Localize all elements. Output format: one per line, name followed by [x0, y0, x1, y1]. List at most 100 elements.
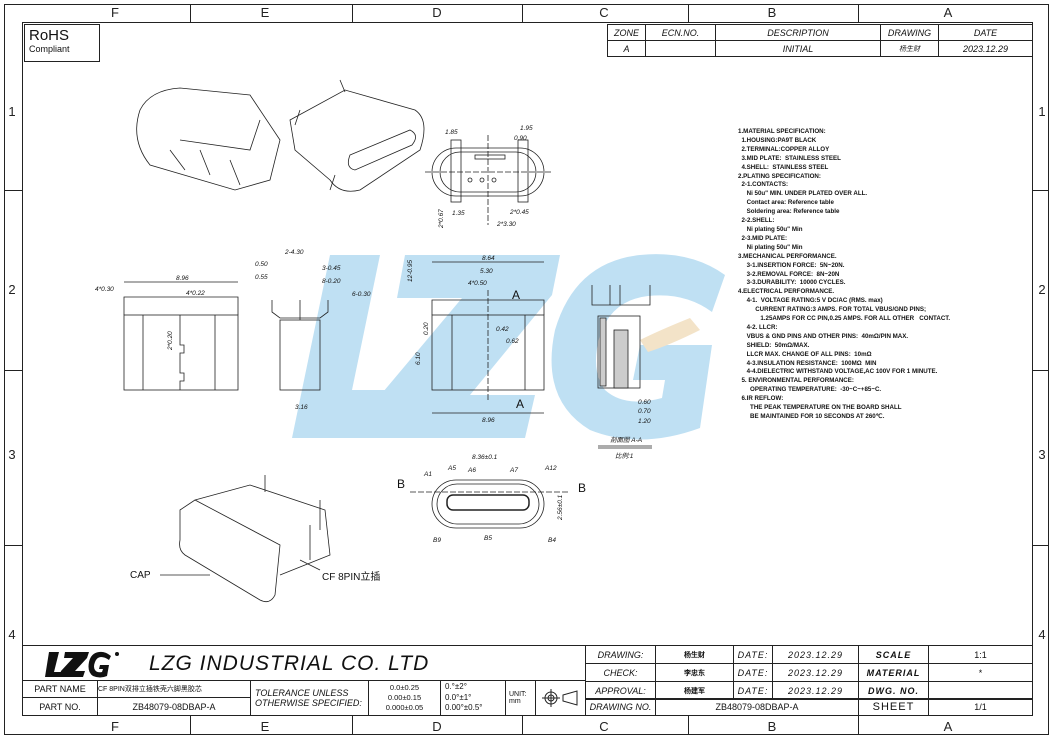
- zone-divider: [352, 4, 353, 22]
- note-line: 1.25AMPS FOR CC PIN,0.25 AMPS. FOR ALL O…: [738, 315, 951, 323]
- projection-symbol-icon: [535, 680, 586, 716]
- dim-label: 1.20: [638, 418, 651, 425]
- zone-column-top: B: [767, 5, 777, 20]
- part-name-value: CF 8PIN双排立插铁壳六脚黑胶芯: [97, 680, 251, 698]
- section-marker: A: [516, 397, 524, 411]
- note-line: 6.IR REFLOW:: [738, 395, 784, 403]
- dim-label: 0.90: [514, 135, 527, 142]
- note-line: Ni plating 50u" Min: [738, 225, 803, 233]
- note-line: 2-2.SHELL:: [738, 217, 775, 225]
- specification-notes: 1.MATERIAL SPECIFICATION: 1.HOUSING:PA9T…: [738, 128, 950, 422]
- tol-angle-2: 0.0°±1°: [445, 692, 472, 702]
- note-line: 3.MECHANICAL PERFORMANCE.: [738, 252, 837, 260]
- pin-label: A1: [423, 471, 432, 478]
- linear-tolerances: 0.0±0.25 0.00±0.15 0.000±0.05: [368, 680, 441, 716]
- zone-row-right: 1: [1038, 104, 1046, 119]
- watermark-accent: [640, 318, 700, 352]
- zone-row-left: 4: [8, 627, 16, 642]
- property-label: SCALE: [858, 645, 929, 664]
- zone-divider: [1033, 190, 1049, 191]
- note-line: 4-4.DIELECTRIC WITHSTAND VOLTAGE,AC 100V…: [738, 368, 938, 376]
- section-scale: 比例:1: [615, 452, 634, 460]
- tolerance-label: TOLERANCE UNLESS OTHERWISE SPECIFIED:: [250, 680, 369, 716]
- dim-label: 0.50: [255, 261, 268, 268]
- sheet-value: 1/1: [928, 698, 1033, 716]
- zone-column-top: D: [432, 5, 442, 20]
- dim-label: 3.16: [295, 404, 308, 411]
- sheet-label: SHEET: [858, 698, 929, 716]
- note-line: 4-2. LLCR:: [738, 323, 778, 331]
- note-line: Contact area: Reference table: [738, 199, 834, 207]
- dim-label: 3-0.45: [322, 265, 341, 272]
- tolerance-label-line2: OTHERWISE SPECIFIED:: [255, 698, 362, 708]
- date-label: DATE:: [733, 645, 773, 664]
- back-view: 8.64 5.30 4*0.50 12-0.95 0.20 6.10 0.42 …: [407, 255, 545, 424]
- dim-label: 8.96: [482, 417, 495, 424]
- angular-tolerances: 0.°±2° 0.0°±1° 0.00°±0.5°: [440, 680, 506, 716]
- isometric-view-top-right: [289, 79, 425, 192]
- note-line: 2-1.CONTACTS:: [738, 181, 789, 189]
- zone-divider: [522, 4, 523, 22]
- property-value: *: [928, 663, 1033, 682]
- dim-label: 4*0.30: [95, 286, 114, 293]
- tol-angle-3: 0.00°±0.5°: [445, 703, 483, 713]
- zone-column-bottom: F: [111, 719, 119, 734]
- note-line: 3-3.DURABILITY: 10000 CYCLES.: [738, 279, 846, 287]
- note-line: OPERATING TEMPERATURE: -30~C~+85~C.: [738, 386, 882, 394]
- tol-linear-3: 0.000±0.05: [385, 703, 424, 712]
- signoff-label: CHECK:: [585, 663, 656, 682]
- front-view: 8.96 4*0.30 4*0.22 2*0.20: [95, 275, 239, 391]
- zone-column-top: C: [599, 5, 609, 20]
- zone-column-bottom: A: [943, 719, 953, 734]
- isometric-view-with-cap: CAP CF 8PIN立插: [130, 475, 380, 603]
- rev-date: 2023.12.29: [938, 40, 1033, 57]
- zone-divider: [4, 370, 22, 371]
- section-marker: B: [578, 481, 586, 495]
- dim-label: 0.20: [423, 322, 430, 335]
- rohs-title: RoHS: [29, 27, 70, 44]
- section-view-a-a: 0.60 0.70 1.20 剖面图 A-A 比例:1: [591, 285, 652, 460]
- dim-label: 1.95: [520, 125, 533, 132]
- dim-label: 2-4.30: [284, 249, 304, 256]
- outer-frame: [4, 4, 1049, 735]
- top-view: 1.85 1.95 0.90 1.35 2*0.45 2*3.30 2*0.67: [425, 125, 552, 229]
- tolerance-label-line1: TOLERANCE UNLESS: [255, 688, 349, 698]
- note-line: 4-1. VOLTAGE RATING:5 V DC/AC (RMS. max): [738, 297, 883, 305]
- note-line: THE PEAK TEMPERATURE ON THE BOARD SHALL: [738, 404, 902, 412]
- signoff-name: 李忠东: [655, 663, 734, 682]
- watermark-letter-z: [370, 255, 560, 438]
- zone-row-left: 2: [8, 282, 16, 297]
- tol-angle-1: 0.°±2°: [445, 682, 467, 692]
- note-line: 1.MATERIAL SPECIFICATION:: [738, 128, 826, 135]
- zone-divider: [190, 4, 191, 22]
- property-value: [928, 681, 1033, 700]
- part-name-label: PART NAME: [22, 680, 98, 698]
- zone-divider: [352, 716, 353, 735]
- note-line: CURRENT RATING:3 AMPS. FOR TOTAL VBUS/GN…: [738, 306, 927, 314]
- dim-label: 2*0.45: [509, 209, 529, 216]
- note-line: 4.SHELL: STAINLESS STEEL: [738, 163, 829, 171]
- dim-label: 0.55: [255, 274, 268, 281]
- company-name: LZG INDUSTRIAL CO. LTD: [149, 652, 430, 675]
- cap-label: CAP: [130, 570, 151, 581]
- dim-label: 5.30: [480, 268, 493, 275]
- note-line: Soldering area: Reference table: [738, 208, 840, 216]
- section-title: 剖面图 A-A: [610, 436, 642, 444]
- tol-linear-1: 0.0±0.25: [389, 683, 420, 692]
- note-line: VBUS & GND PINS AND OTHER PINS: 40mΩ/PIN…: [738, 332, 909, 340]
- note-line: 3.MID PLATE: STAINLESS STEEL: [738, 154, 841, 162]
- pin-label: B4: [548, 537, 556, 544]
- dim-label: 2*0.20: [167, 331, 174, 351]
- dim-label: 2*3.30: [496, 221, 516, 228]
- zone-row-right: 2: [1038, 282, 1046, 297]
- property-label: MATERIAL: [858, 663, 929, 682]
- note-line: Ni 50u" MIN. UNDER PLATED OVER ALL.: [738, 190, 868, 198]
- dim-label: 1.35: [452, 210, 465, 217]
- zone-row-left: 3: [8, 447, 16, 462]
- dim-label: 4*0.50: [468, 280, 487, 287]
- dim-label: 6.10: [415, 352, 422, 365]
- zone-column-top: F: [111, 5, 119, 20]
- zone-divider: [858, 716, 859, 735]
- dim-label: 2*0.67: [438, 209, 445, 229]
